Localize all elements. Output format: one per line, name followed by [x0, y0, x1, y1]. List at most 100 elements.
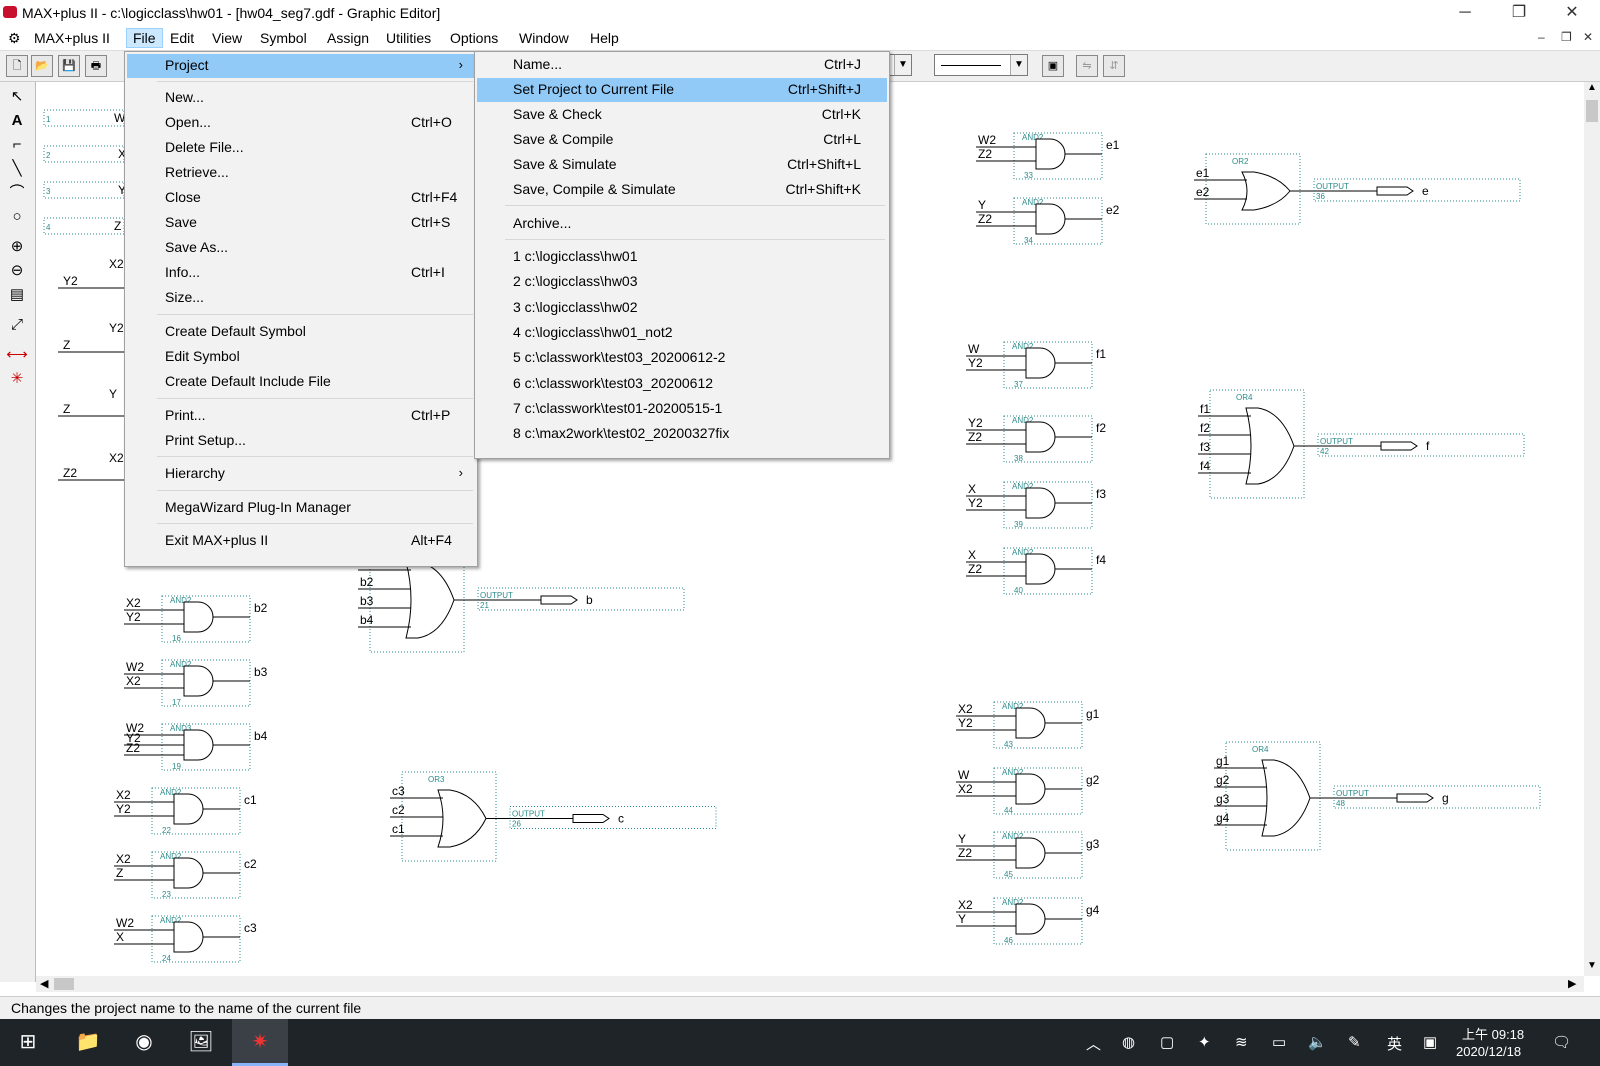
app-menu-icon[interactable]: ⚙	[8, 30, 21, 46]
vertical-scrollbar[interactable]: ▲ ▼	[1584, 82, 1600, 976]
menu-item-print-setup[interactable]: Print Setup...	[127, 429, 475, 453]
scroll-down-icon[interactable]: ▼	[1587, 960, 1597, 971]
recent-project-item[interactable]: 8 c:\max2work\test02_20200327fix	[477, 422, 887, 446]
line-style-combo[interactable]: ▼	[934, 54, 1028, 76]
diagonal-line-icon[interactable]: ╲	[12, 160, 22, 177]
clock-date[interactable]: 2020/12/18	[1456, 1044, 1522, 1059]
junction-icon[interactable]: ✳	[10, 370, 24, 387]
restore-button[interactable]: ❐	[1511, 4, 1527, 21]
recent-project-item[interactable]: 7 c:\classwork\test01-20200515-1	[477, 397, 887, 421]
zoom-out-icon[interactable]: ⊖	[10, 262, 24, 279]
menu-item-save-as[interactable]: Save As...	[127, 236, 475, 260]
mdi-minimize-button[interactable]: –	[1538, 30, 1545, 44]
text-tool-icon[interactable]: A	[11, 112, 23, 129]
gate-symbol-box	[1013, 197, 1103, 245]
maxplus-task-icon[interactable]: ✷	[232, 1019, 288, 1066]
menu-item-edit-symbol[interactable]: Edit Symbol	[127, 345, 475, 369]
horizontal-scrollbar[interactable]: ◀ ▶	[36, 976, 1584, 992]
save-disk-icon[interactable]: 💾	[58, 55, 80, 77]
recent-project-item[interactable]: 4 c:\logicclass\hw01_not2	[477, 321, 887, 345]
menu-symbol[interactable]: Symbol	[260, 30, 307, 46]
orthogonal-line-icon[interactable]: ⌐	[12, 136, 22, 153]
photos-icon[interactable]: 🖼	[188, 1031, 214, 1053]
wifi-icon[interactable]: ≋	[1235, 1034, 1248, 1051]
mdi-close-button[interactable]: ✕	[1583, 30, 1594, 44]
font-size-combo[interactable]: ▼	[884, 54, 912, 76]
menu-item-megawizard[interactable]: MegaWizard Plug-In Manager	[127, 496, 475, 520]
circle-tool-icon[interactable]: ○	[12, 208, 22, 225]
menu-item-size[interactable]: Size...	[127, 286, 475, 310]
vertical-scroll-thumb[interactable]	[1586, 100, 1598, 122]
net-label: Z	[116, 866, 123, 880]
file-explorer-icon[interactable]: 📁	[75, 1031, 101, 1053]
submenu-item-name[interactable]: Name...Ctrl+J	[477, 53, 887, 77]
volume-icon[interactable]: 🔈	[1308, 1034, 1327, 1051]
menu-item-info[interactable]: Info...Ctrl+I	[127, 261, 475, 285]
menu-view[interactable]: View	[212, 30, 243, 46]
recent-project-item[interactable]: 6 c:\classwork\test03_20200612	[477, 372, 887, 396]
minimize-button[interactable]: ─	[1459, 4, 1471, 21]
gate-symbol-box	[1205, 153, 1301, 225]
menu-item-new[interactable]: New...	[127, 86, 475, 110]
dropbox-icon[interactable]: ✦	[1198, 1034, 1211, 1051]
menu-item-delete-file[interactable]: Delete File...	[127, 136, 475, 160]
clock-time[interactable]: 上午 09:18	[1462, 1027, 1525, 1042]
recent-project-item[interactable]: 5 c:\classwork\test03_20200612-2	[477, 346, 887, 370]
flip-horizontal-icon[interactable]: ⇋	[1076, 55, 1098, 77]
menu-item-retrieve[interactable]: Retrieve...	[127, 161, 475, 185]
menu-file[interactable]: File	[126, 28, 163, 48]
app-menu-label[interactable]: MAX+plus II	[34, 30, 110, 46]
menu-options[interactable]: Options	[450, 30, 499, 46]
scroll-left-icon[interactable]: ◀	[40, 978, 49, 990]
menu-window[interactable]: Window	[519, 30, 569, 46]
connect-line-icon[interactable]: ⟷	[6, 346, 28, 363]
zoom-in-icon[interactable]: ⊕	[10, 238, 24, 255]
menu-item-create-default-symbol[interactable]: Create Default Symbol	[127, 320, 475, 344]
menu-item-print[interactable]: Print...Ctrl+P	[127, 404, 475, 428]
menu-item-create-default-include-file[interactable]: Create Default Include File	[127, 370, 475, 394]
ime-mode-icon[interactable]: ▣	[1423, 1034, 1438, 1051]
close-button[interactable]: ✕	[1565, 4, 1579, 21]
menu-utilities[interactable]: Utilities	[386, 30, 432, 46]
recent-project-item[interactable]: 2 c:\logicclass\hw03	[477, 270, 887, 294]
new-file-icon[interactable]: 🗋	[6, 55, 28, 77]
symbol-icon[interactable]: ▣	[1042, 55, 1064, 77]
start-windows-icon[interactable]: ⊞	[19, 1031, 37, 1053]
chat-icon[interactable]: ▢	[1160, 1034, 1175, 1051]
submenu-item-archive[interactable]: Archive...	[477, 212, 887, 236]
show-hidden-icons-icon[interactable]: ︿	[1086, 1036, 1102, 1053]
pointer-tool-icon[interactable]: ↖	[10, 88, 24, 105]
scroll-right-icon[interactable]: ▶	[1568, 978, 1577, 990]
menu-help[interactable]: Help	[590, 30, 619, 46]
notifications-icon[interactable]: 🗨	[1552, 1034, 1572, 1051]
chrome-icon[interactable]: ◉	[135, 1031, 153, 1053]
ime-indicator[interactable]: 英	[1387, 1036, 1403, 1053]
pen-icon[interactable]: ✎	[1348, 1034, 1361, 1051]
recent-project-item[interactable]: 3 c:\logicclass\hw02	[477, 296, 887, 320]
menu-item-hierarchy[interactable]: Hierarchy›	[127, 462, 475, 486]
arc-tool-icon[interactable]: ⌒	[9, 184, 25, 201]
recent-project-item[interactable]: 1 c:\logicclass\hw01	[477, 245, 887, 269]
open-folder-icon[interactable]: 📂	[31, 55, 53, 77]
print-icon[interactable]: 🖶	[85, 55, 107, 77]
fit-in-window-icon[interactable]: ▤	[9, 286, 25, 303]
scroll-up-icon[interactable]: ▲	[1587, 82, 1597, 93]
menu-edit[interactable]: Edit	[170, 30, 195, 46]
webcam-icon[interactable]: ◍	[1122, 1034, 1136, 1051]
rubberbanding-icon[interactable]: ⤢	[10, 316, 23, 333]
mdi-restore-button[interactable]: ❐	[1561, 30, 1572, 44]
menu-assign[interactable]: Assign	[327, 30, 370, 46]
horizontal-scroll-thumb[interactable]	[54, 978, 74, 990]
menu-item-open[interactable]: Open...Ctrl+O	[127, 111, 475, 135]
battery-icon[interactable]: ▭	[1272, 1034, 1287, 1051]
menu-item-project[interactable]: Project ›	[127, 54, 475, 78]
flip-vertical-icon[interactable]: ⇵	[1103, 55, 1125, 77]
